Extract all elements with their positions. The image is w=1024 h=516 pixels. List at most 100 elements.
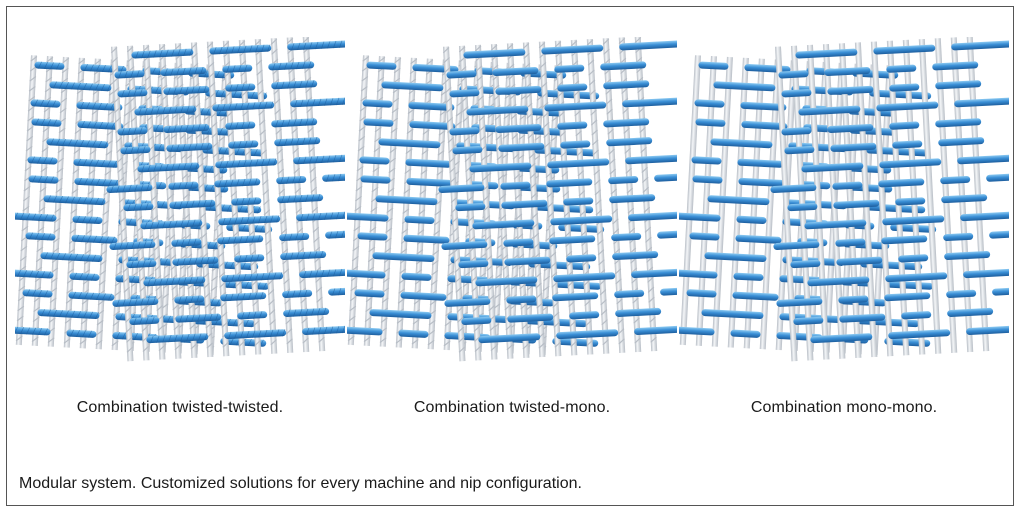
twist-stroke (100, 249, 108, 256)
twist-stroke (183, 213, 191, 220)
weft-yarn (957, 154, 1009, 165)
twist-stroke (480, 155, 488, 162)
twist-stroke (253, 311, 257, 319)
twist-stroke (20, 327, 25, 335)
twist-stroke (538, 342, 546, 349)
twist-stroke (553, 321, 560, 328)
twist-stroke (509, 304, 517, 310)
twist-stroke (270, 38, 278, 45)
twist-stroke (131, 136, 139, 143)
twist-stroke (27, 115, 35, 122)
twist-stroke (93, 216, 98, 224)
twist-stroke (398, 288, 406, 294)
twist-stroke (219, 161, 223, 169)
twist-stroke (168, 234, 176, 241)
twist-stroke (118, 196, 126, 204)
twist-stroke (110, 236, 115, 244)
twist-stroke (116, 146, 123, 154)
weft-yarn (556, 329, 619, 340)
twist-stroke (228, 151, 236, 158)
twist-stroke (309, 166, 316, 173)
twist-stroke (208, 165, 213, 173)
twist-stroke (40, 118, 45, 127)
twist-stroke (554, 341, 562, 348)
weft-yarn (615, 307, 662, 317)
twist-stroke (37, 61, 42, 69)
twist-stroke (101, 64, 106, 73)
twist-stroke (193, 238, 197, 246)
twist-stroke (253, 319, 260, 327)
twist-stroke (242, 292, 246, 301)
twist-stroke (218, 135, 226, 142)
twist-stroke (240, 102, 244, 111)
twist-stroke (185, 200, 189, 209)
twist-stroke (125, 316, 132, 323)
twist-stroke (389, 157, 397, 164)
twist-stroke (173, 201, 177, 209)
weft-yarn (832, 181, 863, 190)
twist-stroke (32, 175, 37, 183)
twist-stroke (312, 99, 316, 107)
twist-stroke (446, 290, 454, 297)
twist-stroke (494, 293, 502, 299)
twist-stroke (218, 271, 226, 278)
weft-yarn (444, 297, 491, 307)
twist-stroke (612, 228, 620, 235)
twist-stroke (27, 105, 35, 112)
weft-yarn (552, 292, 599, 302)
twist-stroke (150, 107, 154, 115)
twist-stroke (405, 148, 413, 155)
weft-yarn (381, 81, 444, 92)
twist-stroke (170, 68, 174, 76)
twist-stroke (126, 346, 134, 353)
twist-stroke (191, 124, 195, 132)
weft-yarn (495, 85, 542, 95)
weft-yarn (795, 48, 858, 59)
twist-stroke (522, 42, 530, 50)
twist-stroke (189, 48, 193, 56)
twist-stroke (236, 179, 240, 187)
twist-stroke (443, 340, 451, 347)
weft-yarn (506, 295, 537, 304)
twist-stroke (443, 57, 450, 64)
twist-stroke (534, 135, 542, 141)
weft-yarn (357, 232, 388, 241)
twist-stroke (543, 131, 551, 139)
twist-stroke (147, 164, 151, 173)
twist-stroke (389, 147, 397, 154)
warp-yarn (774, 46, 798, 362)
weft-yarn (625, 154, 677, 165)
twist-stroke (506, 344, 514, 351)
twist-stroke (52, 237, 60, 244)
twist-stroke (228, 103, 232, 111)
twist-stroke (237, 274, 241, 282)
twist-stroke (193, 304, 201, 311)
twist-stroke (283, 278, 290, 285)
twist-stroke (293, 195, 297, 203)
twist-stroke (95, 339, 103, 346)
twist-stroke (24, 165, 32, 172)
weft-yarn (463, 48, 526, 59)
weft-yarn (347, 212, 389, 222)
twist-stroke (644, 226, 652, 233)
twist-stroke (354, 205, 362, 212)
weft-yarn (469, 162, 532, 173)
twist-stroke (632, 297, 639, 304)
twist-stroke (315, 41, 319, 50)
twist-stroke (232, 90, 237, 98)
weft-yarn (328, 286, 345, 296)
twist-stroke (40, 166, 48, 173)
twist-stroke (317, 327, 322, 335)
twist-stroke (157, 324, 165, 332)
twist-stroke (354, 195, 362, 202)
twist-stroke (559, 131, 567, 138)
twist-stroke (41, 233, 46, 241)
twist-stroke (309, 156, 313, 164)
twist-stroke (624, 147, 631, 154)
twist-stroke (393, 67, 401, 74)
weft-yarn (901, 311, 932, 320)
warp-yarn (522, 42, 546, 358)
twist-stroke (640, 146, 647, 154)
twist-stroke (588, 79, 596, 86)
twist-stroke (371, 186, 379, 193)
